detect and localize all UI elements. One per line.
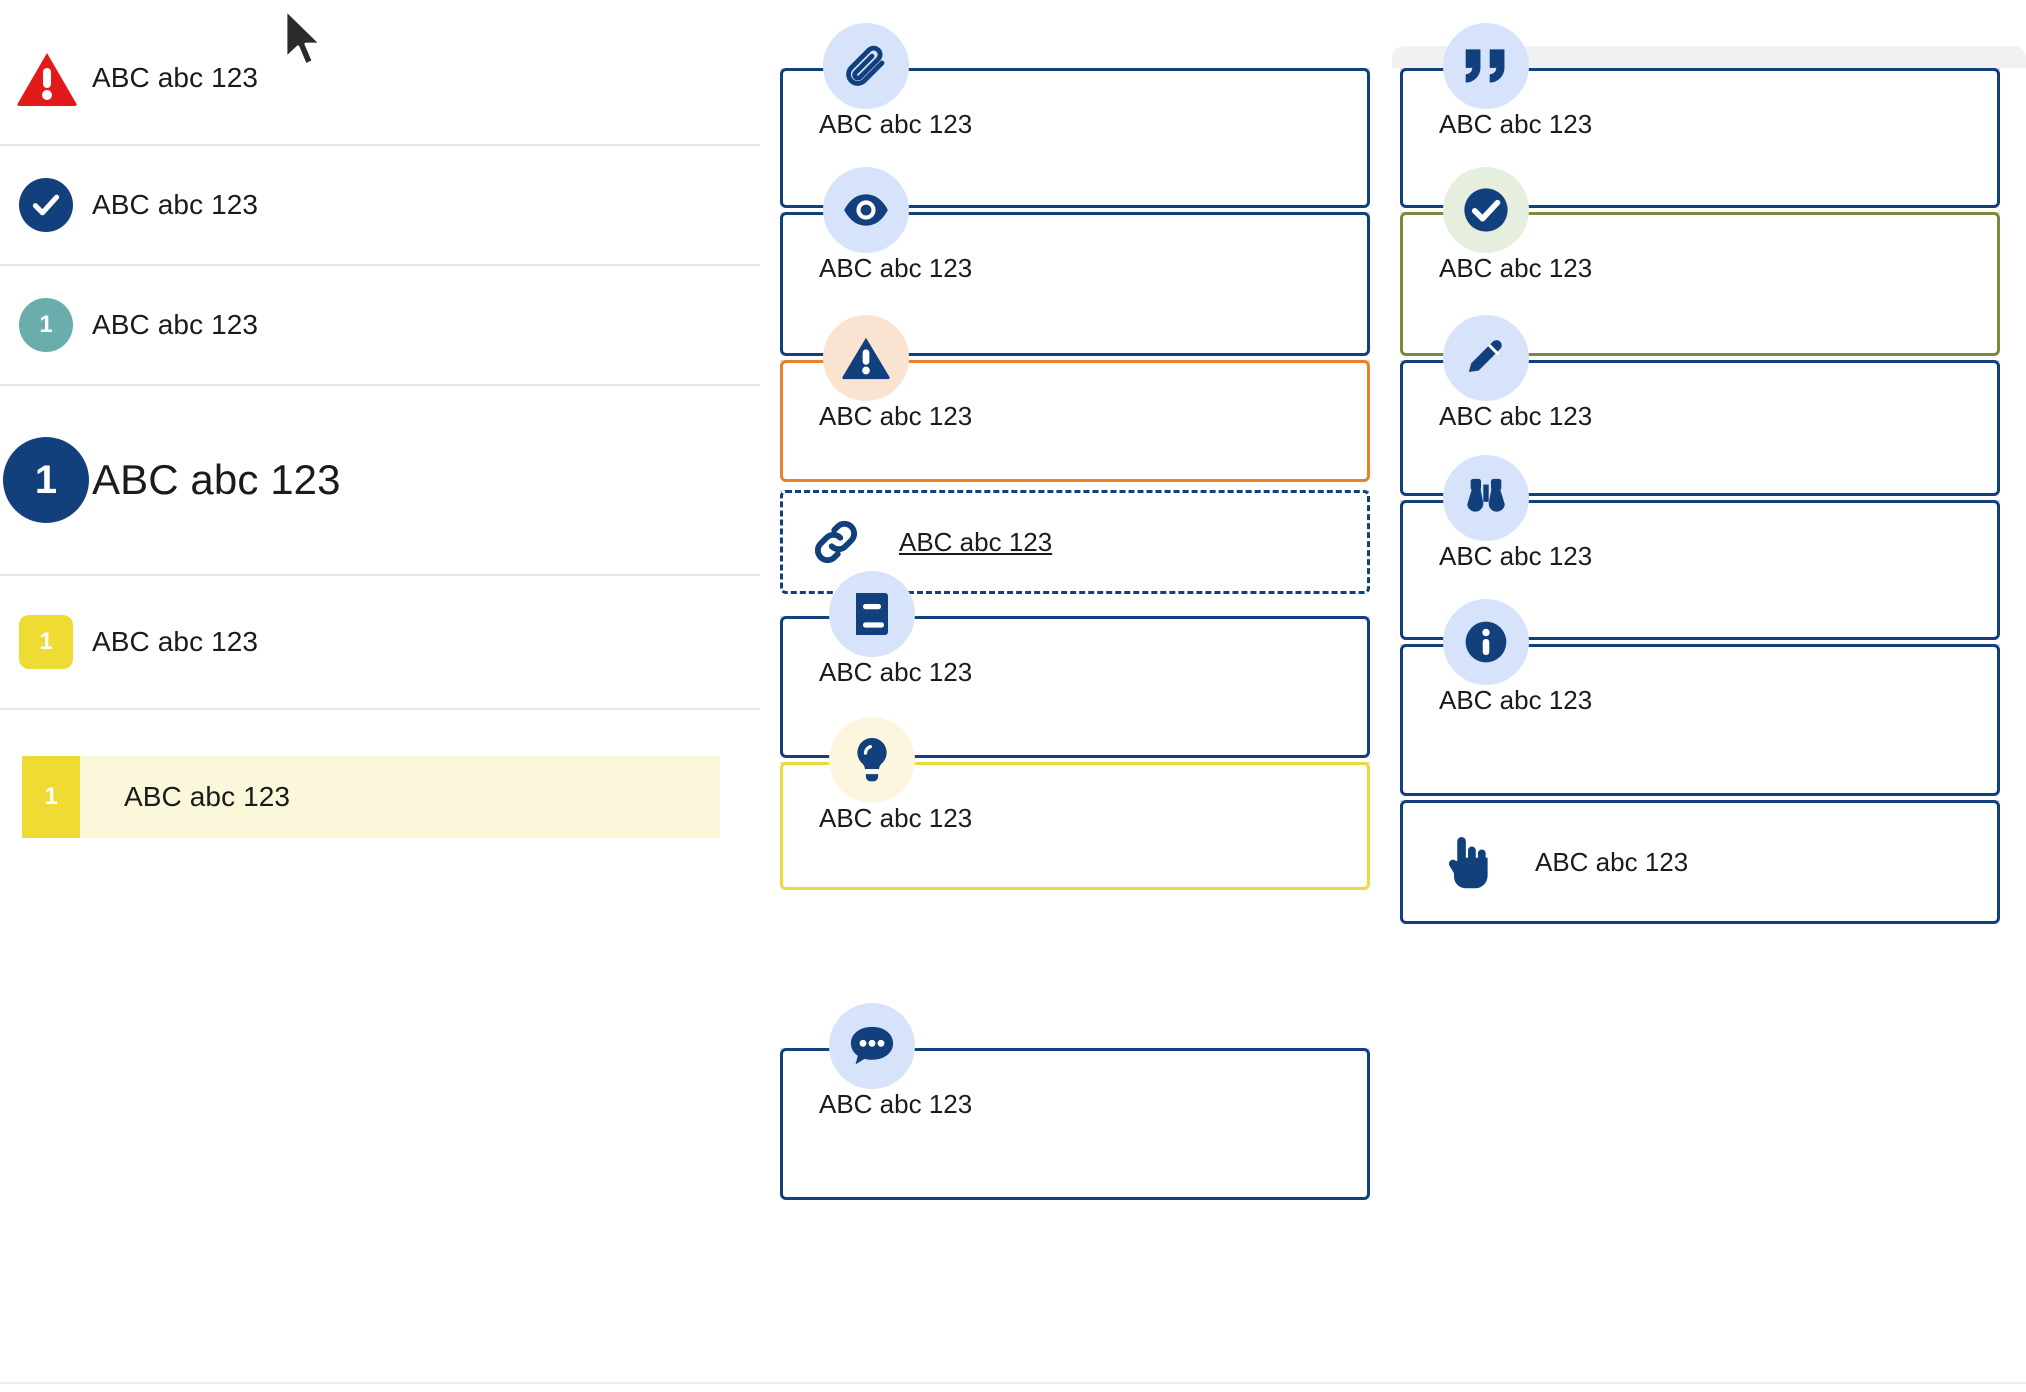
- card-edit[interactable]: ABC abc 123: [1400, 315, 2000, 496]
- left-list-column: ABC abc 123 ABC abc 123 1: [0, 0, 760, 1392]
- lightbulb-icon: [829, 717, 915, 803]
- card-label: ABC abc 123: [819, 1089, 973, 1119]
- chain-link-icon: [809, 515, 863, 569]
- card-action[interactable]: ABC abc 123: [1400, 800, 2000, 924]
- warning-triangle-icon: [0, 51, 92, 106]
- top-panel-decoration: [1392, 46, 2026, 68]
- list-item-label: ABC abc 123: [92, 189, 259, 220]
- card-label[interactable]: ABC abc 123: [899, 526, 1053, 557]
- bottom-divider: [0, 1382, 2026, 1384]
- paperclip-icon: [823, 23, 909, 109]
- card-label: ABC abc 123: [819, 657, 973, 687]
- list-item[interactable]: 1 ABC abc 123: [0, 264, 760, 384]
- number-square-icon: 1: [0, 615, 92, 669]
- list-item-active[interactable]: 1 ABC abc 123: [0, 708, 760, 888]
- pointing-hand-icon: [1441, 834, 1489, 890]
- number-square-icon: 1: [0, 756, 80, 838]
- list-item-label: ABC abc 123: [124, 781, 291, 812]
- badge-number: 1: [3, 437, 89, 523]
- number-circle-icon: 1: [0, 437, 92, 523]
- card-label: ABC abc 123: [819, 803, 973, 833]
- card-label: ABC abc 123: [1535, 846, 1689, 877]
- card-label: ABC abc 123: [1439, 685, 1593, 715]
- check-circle-icon: [1443, 167, 1529, 253]
- eye-icon: [823, 167, 909, 253]
- list-item[interactable]: 1 ABC abc 123: [0, 574, 760, 708]
- list-item-label: ABC abc 123: [92, 456, 341, 503]
- card-warning[interactable]: ABC abc 123: [780, 315, 1370, 482]
- card-label: ABC abc 123: [1439, 541, 1593, 571]
- list-item-label: ABC abc 123: [92, 309, 259, 340]
- active-highlight-band: [80, 756, 720, 838]
- binoculars-icon: [1443, 455, 1529, 541]
- number-circle-icon: 1: [0, 298, 92, 352]
- card-label: ABC abc 123: [819, 401, 973, 431]
- info-circle-icon: [1443, 599, 1529, 685]
- list-item[interactable]: 1 ABC abc 123: [0, 384, 760, 574]
- card-info[interactable]: ABC abc 123: [1400, 599, 2000, 796]
- badge-number: 1: [19, 298, 73, 352]
- badge-number: 1: [19, 615, 73, 669]
- card-comment[interactable]: ABC abc 123: [780, 1003, 1370, 1200]
- card-label: ABC abc 123: [819, 109, 973, 139]
- chat-bubble-icon: [829, 1003, 915, 1089]
- card-attachment[interactable]: ABC abc 123: [780, 23, 1370, 208]
- quotation-mark-icon: [1443, 23, 1529, 109]
- pencil-icon: [1443, 315, 1529, 401]
- badge-number: 1: [22, 756, 80, 838]
- card-label: ABC abc 123: [1439, 253, 1593, 283]
- check-circle-icon: [0, 178, 92, 232]
- card-label: ABC abc 123: [1439, 109, 1593, 139]
- card-tip[interactable]: ABC abc 123: [780, 717, 1370, 890]
- card-label: ABC abc 123: [1439, 401, 1593, 431]
- mouse-pointer-icon: [282, 8, 326, 77]
- book-icon: [829, 571, 915, 657]
- list-item-label: ABC abc 123: [92, 62, 259, 93]
- card-reference[interactable]: ABC abc 123: [780, 571, 1370, 758]
- warning-triangle-icon: [823, 315, 909, 401]
- list-item[interactable]: ABC abc 123: [0, 144, 760, 264]
- list-item[interactable]: ABC abc 123: [0, 12, 760, 144]
- card-label: ABC abc 123: [819, 253, 973, 283]
- list-item-label: ABC abc 123: [92, 626, 259, 657]
